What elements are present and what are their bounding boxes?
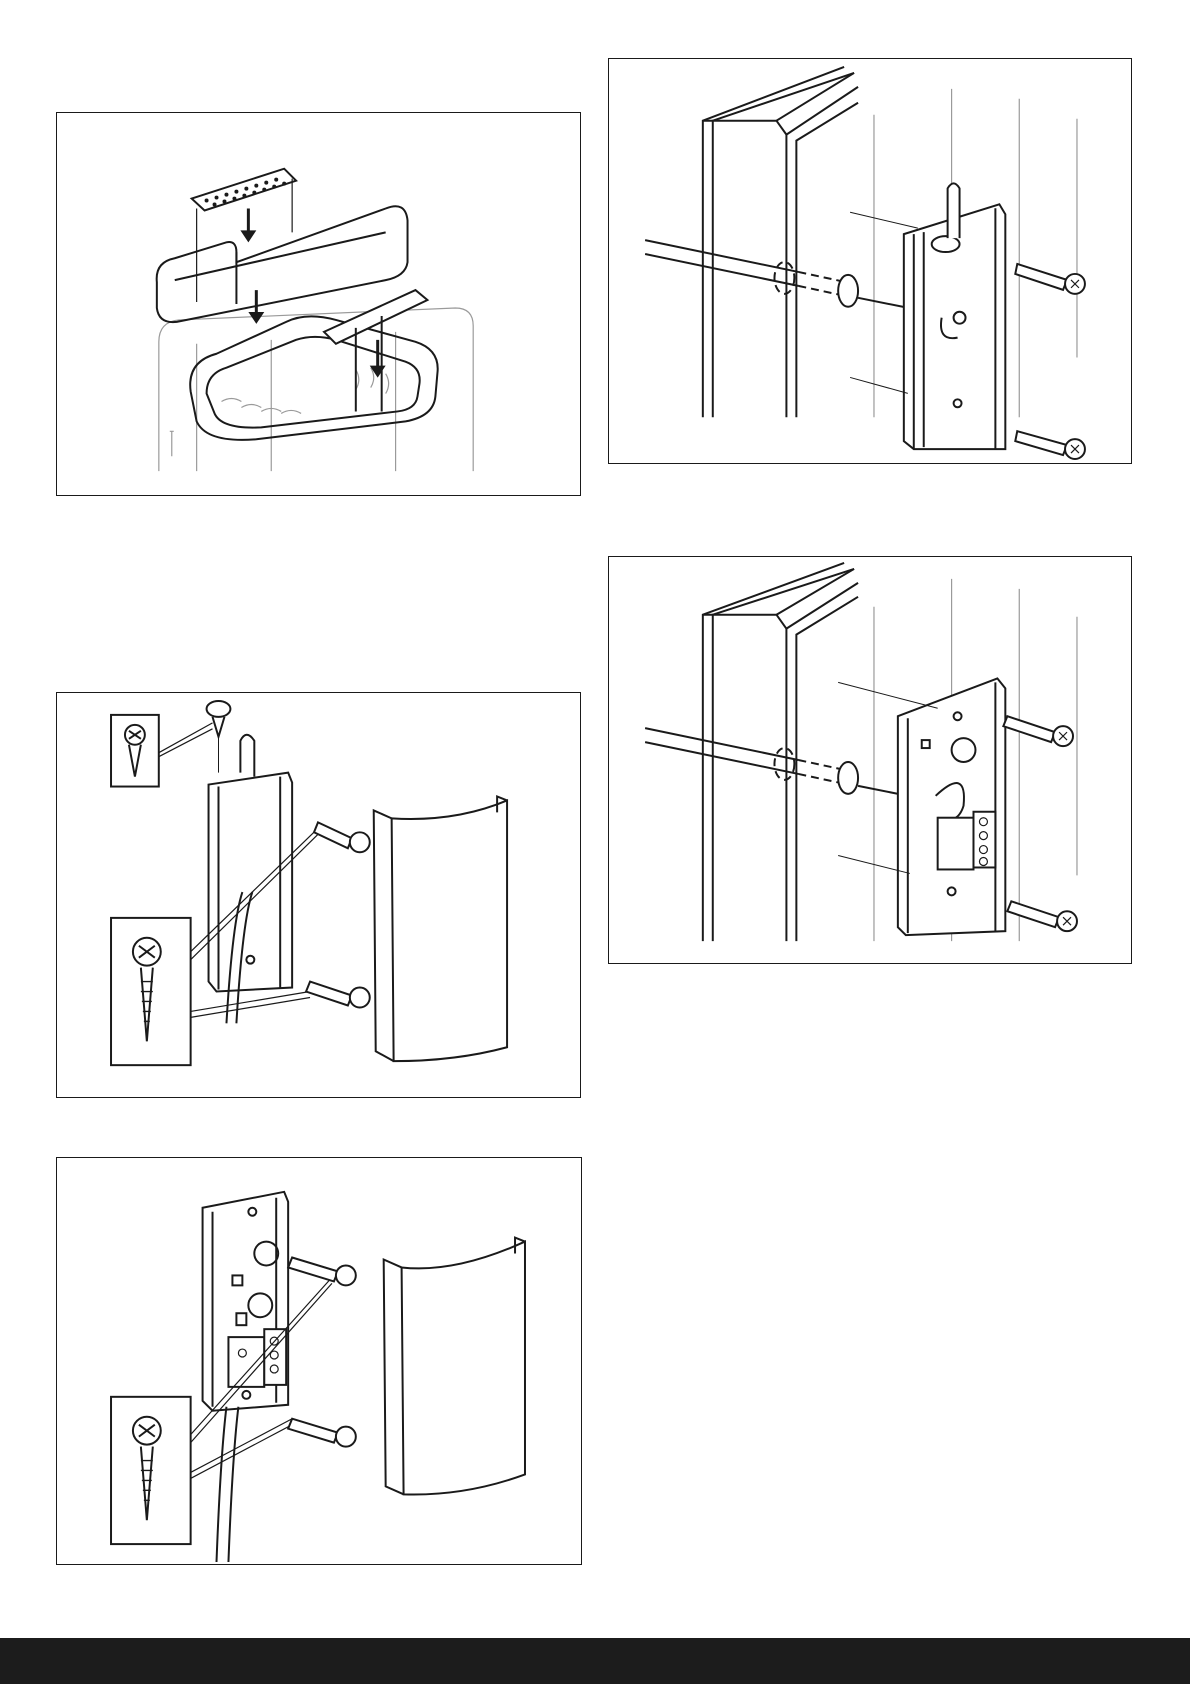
figure-cover-with-screw-detail [56, 692, 581, 1098]
cover-icon [57, 1158, 581, 1564]
figure-bracket-mounting [608, 58, 1132, 464]
circuit-board-icon [609, 557, 1131, 963]
figure-control-board-mounting [608, 556, 1132, 964]
figure-cover-with-board-and-screws [56, 1157, 582, 1565]
heater-top-icon [57, 113, 580, 495]
figure-heater-top-assembly [56, 112, 581, 496]
screw-icon [57, 693, 580, 1097]
footer-bar [0, 1638, 1190, 1684]
wall-bracket-icon [609, 59, 1131, 463]
